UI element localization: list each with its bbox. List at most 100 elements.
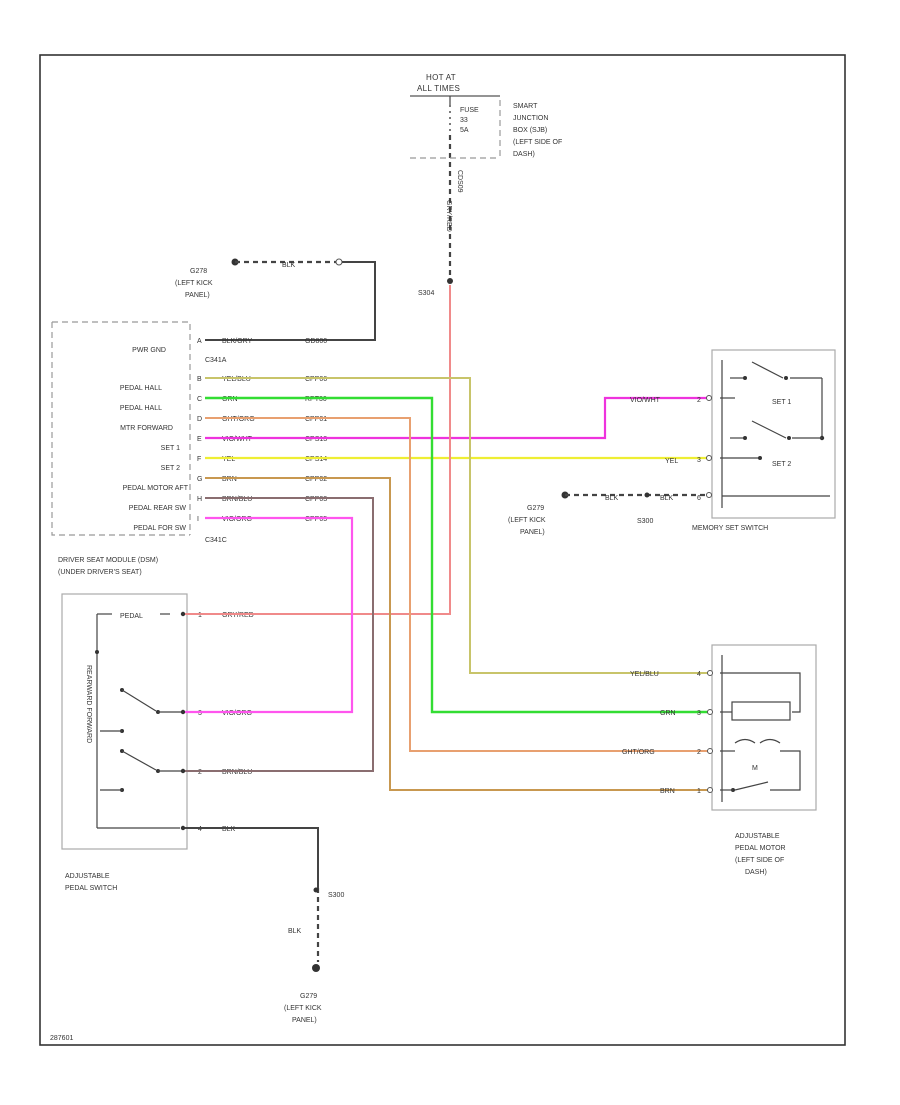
- dsm-pin-letter: I: [197, 516, 199, 523]
- wire-yel-blu-pedal-hall: [205, 377, 708, 674]
- pedal-switch-terminal: [180, 611, 186, 617]
- pedal-motor-label-2: PEDAL MOTOR: [735, 845, 786, 852]
- pedal-switch-terminal: [180, 825, 186, 831]
- dsm-location: (UNDER DRIVER'S SEAT): [58, 569, 142, 576]
- pedal-switch-pedal-text: PEDAL: [120, 613, 143, 620]
- memory-wire-set1-color: VIO/WHT: [630, 397, 661, 404]
- dsm-pin-name: PEDAL HALL: [120, 405, 162, 412]
- dsm-pin-wire-color: GHT/ORG: [222, 416, 255, 423]
- dsm-pin-letter: C: [197, 396, 202, 403]
- pedal-switch-label-2: PEDAL SWITCH: [65, 885, 117, 892]
- dsm-pin-letter: A: [197, 338, 202, 345]
- ground-g279-bottom-line2: (LEFT KICK: [284, 1005, 322, 1012]
- dsm-connector-bottom: C341C: [205, 537, 227, 544]
- dsm-border-left: [51, 322, 190, 536]
- ground-g279-mem-line2: (LEFT KICK: [508, 517, 546, 524]
- pedal-motor-loop: [770, 750, 801, 791]
- dsm-connector-top: C341A: [205, 357, 227, 364]
- pedal-motor-box: [711, 644, 817, 811]
- dsm-pin-name: MTR FORWARD: [120, 425, 173, 432]
- dsm-pin-wire-color: VIO/WHT: [222, 436, 253, 443]
- ground-g278-connector: [335, 258, 343, 266]
- pedal-motor-terminal: [707, 709, 713, 715]
- dsm-pin-letter: B: [197, 376, 202, 383]
- hot-at-text-2: ALL TIMES: [417, 84, 460, 93]
- dsm-pin-name: PEDAL REAR SW: [129, 505, 187, 512]
- ground-g279-bottom-line3: PANEL): [292, 1017, 317, 1024]
- set-switch-arm-2: [751, 420, 787, 439]
- memory-wire-gnd-color: BLK: [660, 495, 674, 502]
- memory-pin-set2: 3: [697, 457, 701, 464]
- fuse-rating: 5A: [460, 127, 469, 134]
- dsm-border-top: [52, 321, 191, 535]
- pedal-motor-label-1: ADJUSTABLE: [735, 833, 780, 840]
- pedal-motor-pin: 4: [697, 671, 701, 678]
- wire-vio-org-pedal-for-sw: [185, 516, 354, 714]
- pedal-motor-brush: [734, 738, 781, 744]
- pedal-motor-terminal: [707, 787, 713, 793]
- dsm-pin-name: PEDAL HALL: [120, 385, 162, 392]
- set1-contact-a: [743, 376, 747, 380]
- pedal-motor-hall-upper: [720, 672, 801, 713]
- pedal-motor-winding: [734, 781, 769, 791]
- memory-term-set1: [706, 395, 712, 401]
- dsm-pin-wire-color: YEL: [222, 456, 235, 463]
- pedal-switch-wire-color: VIO/ORG: [222, 710, 252, 717]
- dsm-pin-name: PWR GND: [132, 347, 166, 354]
- pedal-switch-pin: 3: [198, 710, 202, 717]
- dsm-pin-letter: G: [197, 476, 202, 483]
- dsm-pin-wire-color: VIO/ORG: [222, 516, 252, 523]
- dsm-pin-circuit: RPT30: [305, 396, 327, 403]
- memory-pin-set1: 2: [697, 397, 701, 404]
- ground-bottom-wire-color: BLK: [288, 928, 302, 935]
- pedal-motor-label-4: DASH): [745, 869, 767, 876]
- dsm-pin-name: SET 1: [161, 445, 180, 452]
- pedal-switch-pin: 4: [198, 826, 202, 833]
- sjb-label-5: DASH): [513, 151, 535, 158]
- set1-switch-arm: [751, 361, 784, 379]
- sjb-label-3: BOX (SJB): [513, 127, 547, 134]
- pedal-motor-wire-color: GHT/ORG: [622, 749, 655, 756]
- ground-g278-line2: (LEFT KICK: [175, 280, 213, 287]
- set1-label: SET 1: [772, 399, 791, 406]
- memory-ground-wire-color: BLK: [605, 495, 619, 502]
- dsm-pin-circuit: CPP03: [305, 496, 327, 503]
- set1-contact-b: [784, 376, 788, 380]
- pedal-sw-arm-2: [121, 750, 157, 771]
- ground-g279-bottom-id: G279: [300, 993, 317, 1000]
- pedal-motor-symbol: M: [752, 765, 758, 772]
- dsm-pin-letter: E: [197, 436, 202, 443]
- memory-term-gnd: [706, 492, 712, 498]
- set2-label: SET 2: [772, 461, 791, 468]
- splice-s300-mem-dot: [644, 492, 650, 498]
- dsm-pin-name: PEDAL MOTOR AFT: [123, 485, 189, 492]
- memory-pin-gnd: 6: [697, 495, 701, 502]
- pedal-motor-pin: 3: [697, 710, 701, 717]
- wire-brn-blu-pedal-rear-sw: [185, 497, 374, 772]
- wire-brn-pedal-motor-aft: [205, 477, 708, 791]
- pwr-gnd-wire: [205, 261, 376, 341]
- pedal-switch-pin: 1: [198, 612, 202, 619]
- fuse-label: FUSE: [460, 107, 479, 114]
- splice-s304-label: S304: [418, 290, 434, 297]
- wire-blk-pedal-sw-ground: [185, 827, 319, 888]
- pedal-motor-pin: 2: [697, 749, 701, 756]
- dsm-pin-wire-color: BRN/BLU: [222, 496, 252, 503]
- diagram-frame: [39, 54, 846, 1046]
- dsm-pin-circuit: CPS14: [305, 456, 327, 463]
- pedal-motor-label-3: (LEFT SIDE OF: [735, 857, 784, 864]
- pedal-switch-terminal: [180, 768, 186, 774]
- pedal-motor-pin: 1: [697, 788, 701, 795]
- wire-ght-org-mtr-forward: [205, 417, 708, 752]
- dsm-pin-circuit: CPP06: [305, 376, 327, 383]
- wire-grn-pedal-hall: [205, 396, 708, 714]
- pedal-switch-wire-color: BLK: [222, 826, 236, 833]
- pedal-switch-wire-color: GRY/RED: [222, 612, 254, 619]
- pedal-switch-direction: REARWARD FORWARD: [85, 665, 92, 743]
- fuse-number: 33: [460, 117, 468, 124]
- ground-g278-line3: PANEL): [185, 292, 210, 299]
- pedal-switch-label-1: ADJUSTABLE: [65, 873, 110, 880]
- dsm-pin-letter: D: [197, 416, 202, 423]
